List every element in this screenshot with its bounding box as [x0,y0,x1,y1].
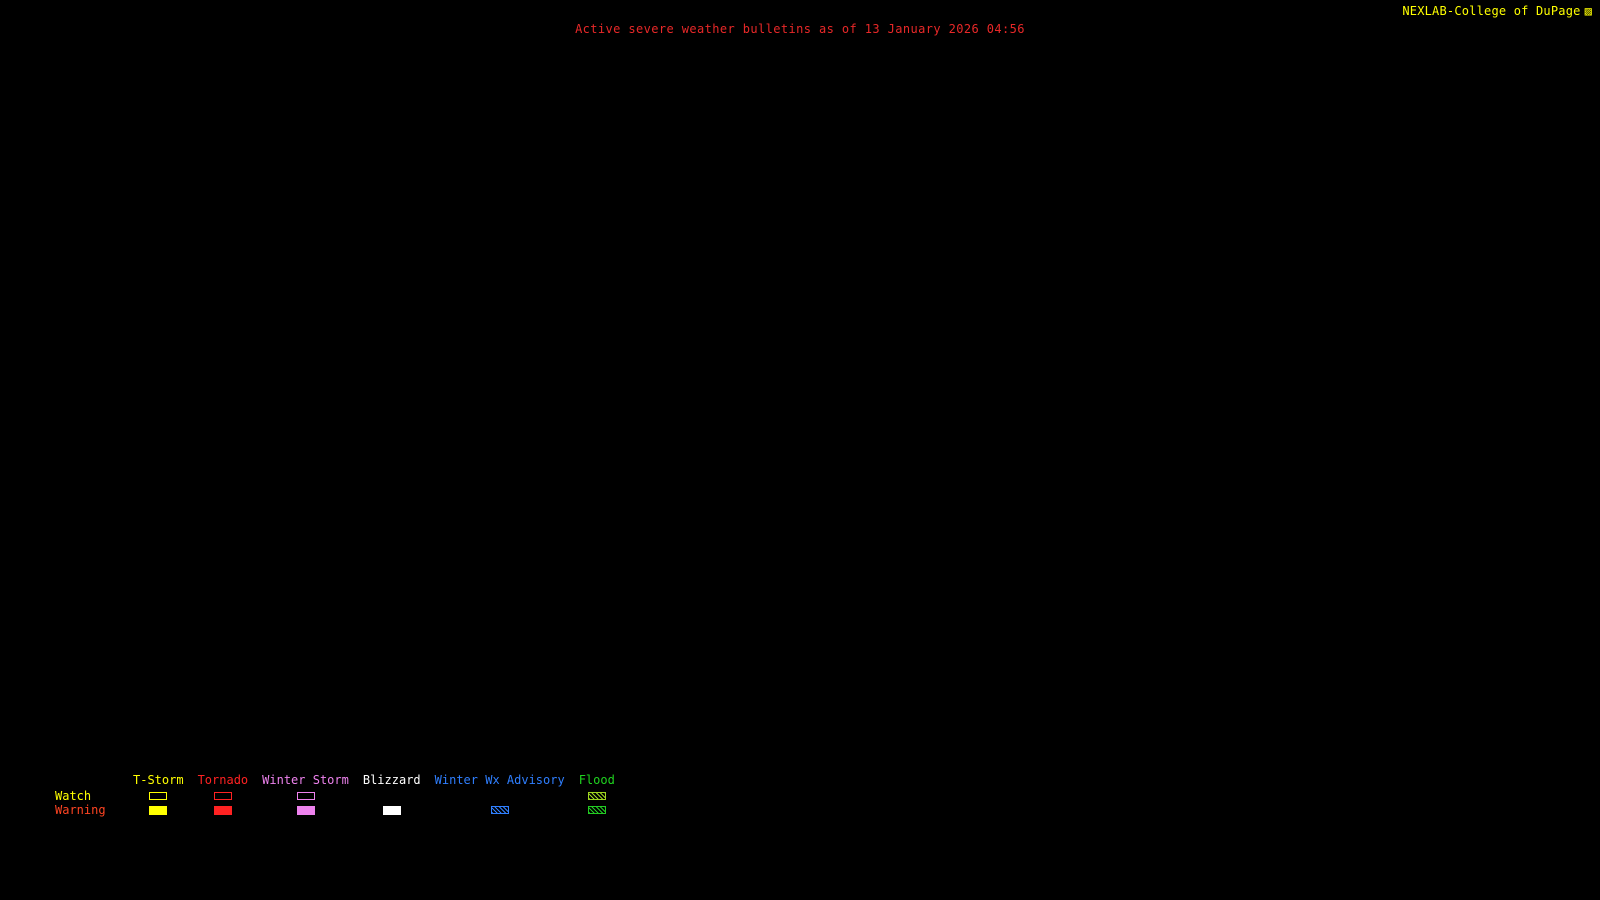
legend-label-t-storm: T-Storm [133,773,184,787]
legend-warning-cell-t-storm [149,803,168,817]
legend-warning-cell-blizzard [382,803,401,817]
legend-swatch-watch-flood [587,792,606,800]
legend-watch-cell-tornado [213,789,232,803]
legend-warning-cell-winter-wx-advisory [490,803,509,817]
legend-warning-cell-flood [587,803,606,817]
legend-label-tornado: Tornado [197,773,249,787]
legend-column-tornado: Tornado [197,773,249,817]
legend-label-flood: Flood [578,773,615,787]
legend-swatch-warning-t-storm [149,805,168,815]
legend-swatch-watch-t-storm [149,792,168,800]
legend-column-flood: Flood [579,774,615,817]
legend-swatch-watch-winter-storm [296,792,315,800]
brand: NEXLAB-College of DuPage▨ [1402,4,1592,18]
legend-label-winter-wx-advisory: Winter Wx Advisory [434,773,565,787]
legend-warning-cell-tornado [213,803,232,817]
legend-swatch-warning-winter-wx-advisory [490,806,509,814]
legend-watch-cell-winter-wx-advisory [491,789,509,803]
legend-swatch-warning-blizzard [382,805,401,815]
legend-warning-cell-winter-storm [296,803,315,817]
legend-swatch-watch-tornado [213,792,232,800]
legend-swatch-warning-flood [587,806,606,814]
legend-column-winter-storm: Winter Storm [262,774,349,817]
legend-swatch-warning-tornado [213,805,232,815]
legend-column-blizzard: Blizzard [363,774,421,817]
brand-label: NEXLAB-College of DuPage [1402,4,1581,18]
legend-swatch-warning-winter-storm [296,805,315,815]
legend-watch-cell-blizzard [383,789,401,803]
legend-label-blizzard: Blizzard [362,773,421,787]
legend-watch-cell-t-storm [149,789,168,803]
brand-glyph-icon: ▨ [1584,4,1592,18]
legend-watch-cell-flood [587,789,606,803]
legend-watch-cell-winter-storm [296,789,315,803]
legend-column-winter-wx-advisory: Winter Wx Advisory [435,774,565,817]
legend-row-label-watch: Watch [55,789,92,803]
legend-label-winter-storm: Winter Storm [262,773,349,787]
legend-row-label-warning: Warning [55,803,106,817]
page-title: Active severe weather bulletins as of 13… [575,22,1025,36]
legend-column-t-storm: T-Storm [133,774,184,817]
